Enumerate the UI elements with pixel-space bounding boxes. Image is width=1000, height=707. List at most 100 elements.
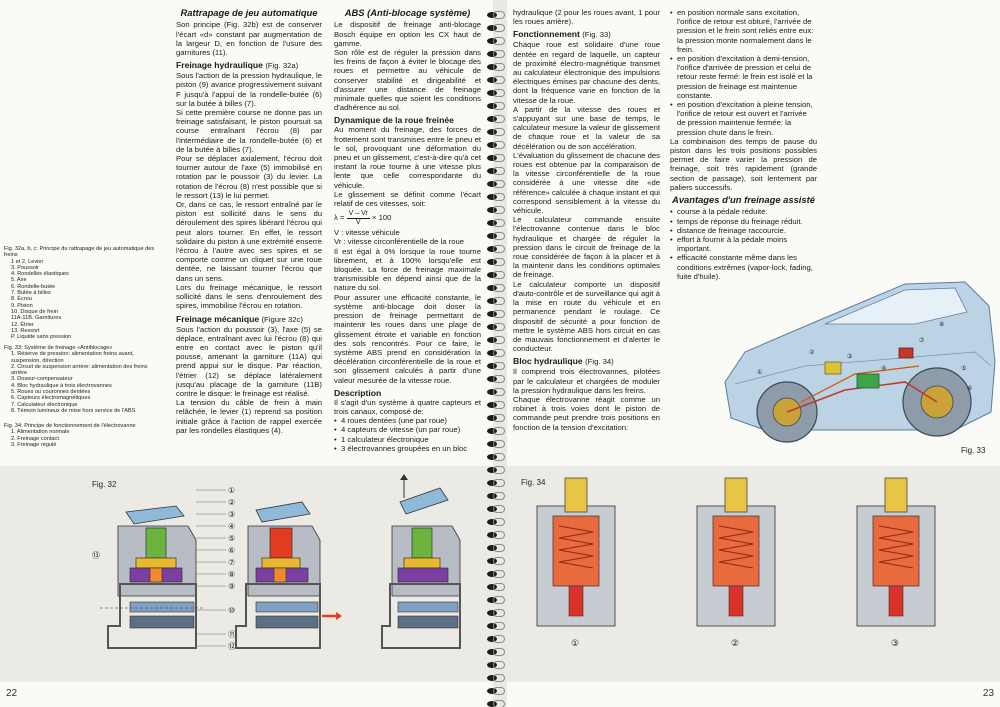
brake-caliper-diagrams: ① ② ③ ④ ⑤ ⑥ ⑦ ⑧ ⑨ ⑩ ⑪ ⑫ ⑬: [92, 474, 461, 651]
ring-hole: [487, 467, 497, 473]
ring-hole: [487, 506, 497, 512]
position-label-1: ①: [571, 638, 579, 648]
list-item: 4 roues dentées (une par roue): [334, 416, 481, 425]
ring-hole: [487, 597, 497, 603]
paragraph: Il comprend trois électrovannes, pilotée…: [513, 367, 660, 395]
heading-fonctionnement: Fonctionnement (Fig. 33): [513, 29, 611, 40]
figure-32: Fig. 32: [0, 466, 493, 682]
binding-ring: [487, 582, 509, 592]
ring-wire: [493, 362, 505, 370]
ring-wire: [493, 414, 505, 422]
figure-34-label: Fig. 34: [521, 478, 546, 487]
valve-diagram-3: [856, 477, 936, 627]
binding-ring: [487, 270, 509, 280]
binding-ring: [487, 153, 509, 163]
paragraph: Sous l'action de la pression hydraulique…: [176, 71, 322, 108]
ring-wire: [493, 518, 505, 526]
binding-ring: [487, 205, 509, 215]
ring-hole: [487, 636, 497, 642]
valve-diagram-1: [536, 477, 616, 627]
binding-ring: [487, 257, 509, 267]
ring-wire: [493, 310, 505, 318]
ring-hole: [487, 532, 497, 538]
list-item: temps de réponse du freinage réduit.: [670, 217, 817, 226]
paragraph: Son rôle est de réguler la pression dans…: [334, 48, 481, 113]
binding-ring: [487, 283, 509, 293]
binding-ring: [487, 569, 509, 579]
right-column-2: en position normale sans excitation, l'o…: [670, 8, 817, 281]
solenoid-valve-diagrams: ① ② ③: [536, 477, 936, 648]
callout-5: ⑤: [961, 365, 966, 372]
caption-fig33: Fig. 33: Système de freinage «Antiblocag…: [4, 345, 148, 414]
ring-wire: [493, 297, 505, 305]
ring-wire: [493, 258, 505, 266]
paragraph: Au moment du freinage, des forces de fro…: [334, 125, 481, 190]
binding-ring: [487, 673, 509, 683]
ring-wire: [493, 206, 505, 214]
ring-wire: [493, 557, 505, 565]
binding-ring: [487, 699, 509, 707]
ring-hole: [487, 688, 497, 694]
section-title-abs: ABS (Anti-blocage système): [344, 7, 471, 18]
callout-11: ⑪: [228, 630, 236, 639]
callout-7: ⑦: [228, 558, 235, 567]
ring-hole: [487, 25, 497, 31]
callout-13: ⑬: [92, 551, 100, 560]
ring-hole: [487, 623, 497, 629]
binding-ring: [487, 400, 509, 410]
figure-33: ① ② ③ ④ ⑤ ⑥ ⑦ ⑧ Fig. 33: [705, 262, 1000, 462]
ring-wire: [493, 167, 505, 175]
ring-wire: [493, 141, 505, 149]
ring-hole: [487, 220, 497, 226]
ring-hole: [487, 649, 497, 655]
ring-hole: [487, 155, 497, 161]
callout-8: ⑧: [228, 570, 235, 579]
ring-hole: [487, 207, 497, 213]
left-column-1: Rattrapage de jeu automatique Son princi…: [176, 7, 322, 435]
binding-ring: [487, 166, 509, 176]
callout-numbers: ① ② ③ ④ ⑤ ⑥ ⑦ ⑧ ⑨ ⑩ ⑪ ⑫ ⑬: [92, 486, 236, 651]
binding-ring: [487, 322, 509, 332]
ring-wire: [493, 609, 505, 617]
ring-wire: [493, 687, 505, 695]
caption-fig34: Fig. 34: Principe de fonctionnement de l…: [4, 423, 136, 448]
paragraph: Il s'agit d'un système à quatre capteurs…: [334, 397, 481, 416]
ring-hole: [487, 116, 497, 122]
ring-hole: [487, 77, 497, 83]
ring-wire: [493, 271, 505, 279]
binding-ring: [487, 231, 509, 241]
fig33-callouts: ① ② ③ ④ ⑤ ⑥ ⑦ ⑧: [757, 321, 972, 392]
binding-ring: [487, 75, 509, 85]
ring-wire: [493, 245, 505, 253]
paragraph: Il est égal à 0% lorsque la roue tourne …: [334, 246, 481, 293]
ring-wire: [493, 648, 505, 656]
ring-hole: [487, 12, 497, 18]
ring-hole: [487, 402, 497, 408]
binding-ring: [487, 179, 509, 189]
binding-ring: [487, 413, 509, 423]
binding-ring: [487, 517, 509, 527]
ring-hole: [487, 311, 497, 317]
paragraph: Le calculateur comporte un dispositif d'…: [513, 279, 660, 354]
page-number-left: 22: [6, 688, 18, 699]
caption-fig32: Fig. 32a, b, c: Principe du rattrapage d…: [4, 246, 155, 341]
page-number-right: 23: [982, 688, 994, 699]
callout-10: ⑩: [228, 606, 235, 615]
ring-hole: [487, 376, 497, 382]
position-label-3: ③: [891, 638, 899, 648]
ring-wire: [493, 128, 505, 136]
ring-hole: [487, 298, 497, 304]
binding-ring: [487, 348, 509, 358]
ring-wire: [493, 531, 505, 539]
binding-ring: [487, 491, 509, 501]
advantages-list: course à la pédale réduite. temps de rép…: [670, 207, 817, 281]
paragraph: Pour assurer une efficacité constante, l…: [334, 292, 481, 385]
ring-hole: [487, 51, 497, 57]
ring-hole: [487, 584, 497, 590]
ring-hole: [487, 519, 497, 525]
binding-ring: [487, 387, 509, 397]
ring-wire: [493, 700, 505, 707]
callout-1: ①: [228, 486, 235, 495]
section-title-rattrapage: Rattrapage de jeu automatique: [180, 7, 318, 18]
ring-hole: [487, 389, 497, 395]
